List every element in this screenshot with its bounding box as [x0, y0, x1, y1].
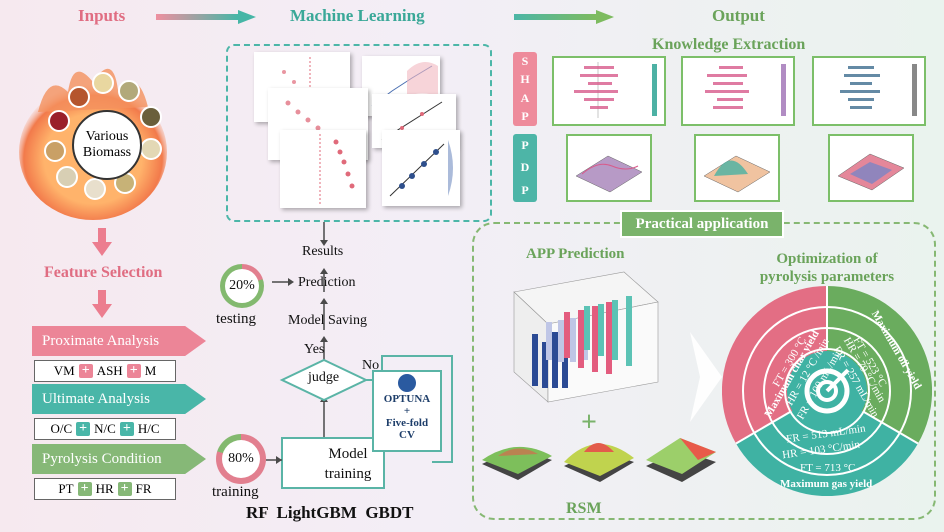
pyrolysis-banner: Pyrolysis Condition — [32, 444, 206, 474]
biomass-photo — [140, 138, 162, 160]
biomass-photo — [56, 166, 78, 188]
app-prediction-3d-bar-chart — [504, 262, 668, 410]
biomass-photo — [68, 86, 90, 108]
biomass-photo — [140, 106, 162, 128]
ml-flowchart — [226, 222, 456, 502]
center-label: Various — [85, 129, 129, 144]
testing-pct: 20% — [225, 269, 259, 303]
yes-label: Yes — [304, 342, 325, 357]
optuna-box: OPTUNA + Five-fold CV — [372, 370, 442, 452]
item-ash: ASH — [96, 363, 123, 378]
optimization-title: Optimization of pyrolysis parameters — [722, 250, 932, 286]
arrow-down-proximate — [92, 290, 112, 318]
training-pct: 80% — [222, 440, 260, 478]
gas-ft: FT = 713 °C — [800, 462, 856, 474]
model-names: RF LightGBM GBDT — [246, 503, 414, 522]
ultimate-items: O/C + N/C + H/C — [34, 418, 176, 440]
ultimate-banner: Ultimate Analysis — [32, 384, 206, 414]
shap-label: S H A P — [513, 52, 537, 126]
pdp-letter: D — [520, 160, 530, 175]
arrow-inputs-ml — [156, 10, 256, 24]
app-prediction-title: APP Prediction — [526, 246, 625, 262]
plus-icon: + — [119, 422, 134, 436]
training-ring: 80% — [216, 434, 266, 484]
shap-plot-2 — [681, 56, 795, 126]
five-fold-label: Five-fold — [385, 417, 429, 429]
optimization-title-line: Optimization of — [776, 251, 878, 267]
header-output: Output — [712, 6, 765, 25]
item-nc: N/C — [94, 421, 116, 436]
arrow-to-optimization — [690, 332, 722, 422]
cv-label: CV — [399, 429, 415, 441]
item-oc: O/C — [50, 421, 73, 436]
proximate-items: VM + ASH + M — [34, 360, 176, 382]
plus-icon: + — [117, 482, 132, 496]
feature-selection-title: Feature Selection — [44, 264, 163, 281]
rsm-surface-1 — [478, 430, 556, 486]
shap-letter: A — [520, 90, 530, 105]
results-text: Results — [302, 244, 344, 259]
pdp-plot-1 — [566, 134, 652, 202]
ml-results-panel — [226, 44, 492, 222]
practical-application-badge: Practical application — [620, 210, 784, 238]
various-biomass-center: Various Biomass — [72, 110, 142, 180]
shap-plot-3 — [812, 56, 926, 126]
item-vm: VM — [53, 363, 75, 378]
training-label: training — [212, 484, 259, 500]
testing-ring: 20% — [220, 264, 264, 308]
prediction-text: Prediction — [298, 275, 356, 290]
rsm-surface-2 — [560, 430, 638, 486]
model-training-box: Model training — [308, 444, 388, 484]
header-ml: Machine Learning — [290, 6, 425, 25]
biomass-photo — [92, 72, 114, 94]
shap-plot-1 — [552, 56, 666, 126]
proximate-banner: Proximate Analysis — [32, 326, 206, 356]
optimization-wheel — [721, 285, 933, 497]
optuna-icon — [398, 374, 416, 392]
optuna-label: OPTUNA — [383, 393, 431, 405]
shap-letter: P — [521, 109, 529, 124]
pdp-label: P D P — [513, 134, 537, 202]
rsm-surface-3 — [642, 430, 720, 486]
center-label: Biomass — [82, 145, 132, 160]
arrow-down-feature — [92, 228, 112, 256]
biomass-photo — [44, 140, 66, 162]
no-label: No — [362, 358, 380, 373]
plot-card — [382, 130, 460, 206]
item-hc: H/C — [137, 421, 160, 436]
pdp-letter: P — [521, 183, 529, 198]
pdp-plot-2 — [694, 134, 780, 202]
model-training-line: training — [324, 466, 372, 482]
biomass-photo — [84, 178, 106, 200]
plus-icon: + — [581, 407, 597, 438]
shap-letter: S — [521, 53, 529, 68]
item-fr: FR — [135, 481, 152, 496]
plus-icon: + — [78, 364, 93, 378]
plus-icon: + — [126, 364, 141, 378]
rsm-title: RSM — [566, 500, 602, 517]
pyrolysis-items: PT + HR + FR — [34, 478, 176, 500]
plot-card — [280, 130, 366, 208]
model-training-line: Model — [328, 446, 368, 462]
knowledge-extraction-title: Knowledge Extraction — [652, 36, 806, 53]
plus-icon: + — [76, 422, 91, 436]
header-inputs: Inputs — [78, 6, 126, 25]
item-hr: HR — [95, 481, 114, 496]
item-m: M — [144, 363, 157, 378]
gas-yield-title: Maximum gas yield — [780, 478, 873, 490]
optuna-plus: + — [403, 405, 411, 417]
plus-icon: + — [77, 482, 92, 496]
pdp-letter: P — [521, 137, 529, 152]
item-pt: PT — [58, 481, 74, 496]
judge-label: judge — [308, 370, 340, 385]
model-saving-text: Model Saving — [288, 313, 367, 328]
shap-letter: H — [520, 72, 530, 87]
testing-label: testing — [216, 311, 256, 327]
pdp-plot-3 — [828, 134, 914, 202]
biomass-photo — [48, 110, 70, 132]
biomass-photo — [118, 80, 140, 102]
arrow-ml-output — [514, 10, 614, 24]
optimization-title-line: pyrolysis parameters — [759, 269, 895, 285]
